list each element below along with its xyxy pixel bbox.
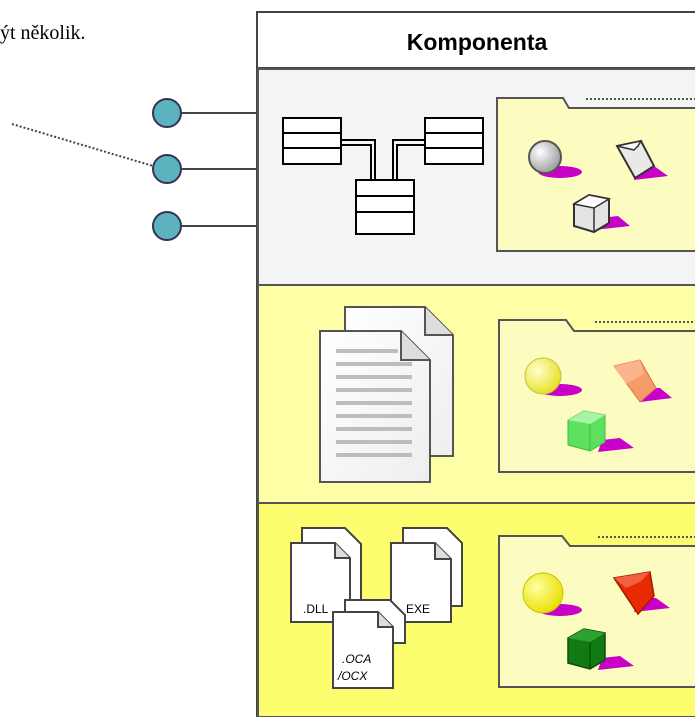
folder-layer-3 [498, 535, 695, 688]
file-label-oca: .OCA [342, 652, 371, 666]
intro-text: ýt několik. [0, 22, 86, 44]
interface-ports [11, 98, 257, 241]
binary-files-icon: .DLL EXE .OCA /OCX [290, 527, 463, 689]
interface-port-2 [152, 154, 182, 184]
interface-port-1 [152, 98, 182, 128]
interface-port-3 [152, 211, 182, 241]
file-label-dll: .DLL [303, 602, 329, 616]
component-title: Komponenta [407, 29, 548, 55]
sphere-yellow [522, 572, 564, 614]
folder-layer-2 [498, 319, 695, 473]
file-label-ocx: /OCX [337, 669, 368, 683]
source-documents-icon [319, 306, 454, 483]
class-diagram-icon [282, 117, 484, 235]
folder-layer-1 [496, 97, 695, 252]
sphere-yellow-light [524, 357, 562, 395]
file-label-exe: EXE [406, 602, 430, 616]
dotted-connector [11, 123, 154, 167]
sphere-gray [528, 140, 562, 174]
